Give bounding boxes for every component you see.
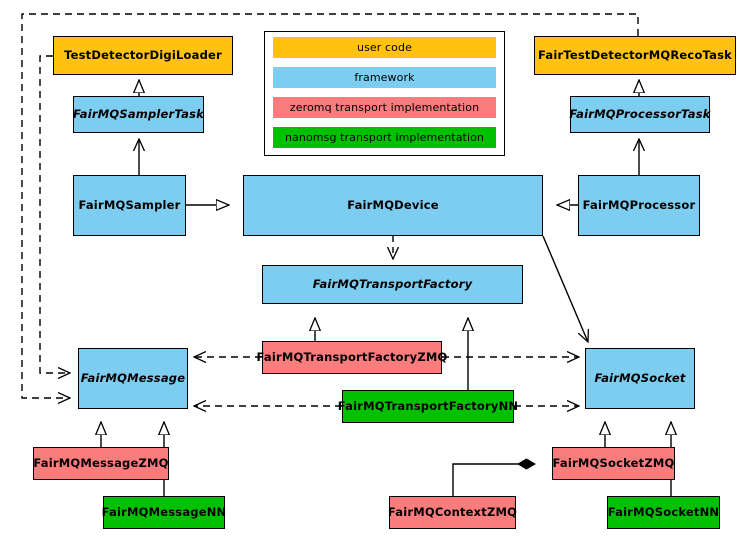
legend-item-user-code: user code <box>273 37 496 58</box>
class-box-fairmqsamplertask[interactable]: FairMQSamplerTask <box>73 96 204 133</box>
class-box-fairmqtransportfactorynn[interactable]: FairMQTransportFactoryNN <box>338 390 518 423</box>
class-box-fairmqmessagenn[interactable]: FairMQMessageNN <box>102 496 226 529</box>
class-box-fairmqsocket[interactable]: FairMQSocket <box>585 348 695 409</box>
class-box-fairmqprocessor[interactable]: FairMQProcessor <box>578 175 700 236</box>
edge-recotask-to-message <box>21 13 639 398</box>
class-box-fairtestdetectormqrecotask[interactable]: FairTestDetectorMQRecoTask <box>534 36 736 75</box>
class-box-fairmqsocketnn[interactable]: FairMQSocketNN <box>607 496 720 529</box>
legend-item-framework: framework <box>273 67 496 88</box>
class-box-fairmqsampler[interactable]: FairMQSampler <box>73 175 186 236</box>
class-box-fairmqprocessortask[interactable]: FairMQProcessorTask <box>569 96 710 133</box>
class-box-testdetectordigiloader[interactable]: TestDetectorDigiLoader <box>53 36 233 75</box>
class-box-fairmqtransportfactory[interactable]: FairMQTransportFactory <box>262 265 523 304</box>
legend-item-nanomsg: nanomsg transport implementation <box>273 127 496 148</box>
class-box-fairmqsocketzmq[interactable]: FairMQSocketZMQ <box>552 447 675 480</box>
edge-contextzmq-to-socketzmq <box>452 464 535 496</box>
legend-item-zeromq: zeromq transport implementation <box>273 97 496 118</box>
class-box-fairmqdevice[interactable]: FairMQDevice <box>243 175 543 236</box>
class-box-fairmqtransportfactoryzmq[interactable]: FairMQTransportFactoryZMQ <box>257 341 447 374</box>
class-box-fairmqmessagezmq[interactable]: FairMQMessageZMQ <box>33 447 169 480</box>
class-box-fairmqcontextzmq[interactable]: FairMQContextZMQ <box>388 496 517 529</box>
class-box-fairmqmessage[interactable]: FairMQMessage <box>78 348 188 409</box>
edge-device-to-socket <box>542 235 588 342</box>
edge-digiloader-to-message <box>39 55 70 373</box>
